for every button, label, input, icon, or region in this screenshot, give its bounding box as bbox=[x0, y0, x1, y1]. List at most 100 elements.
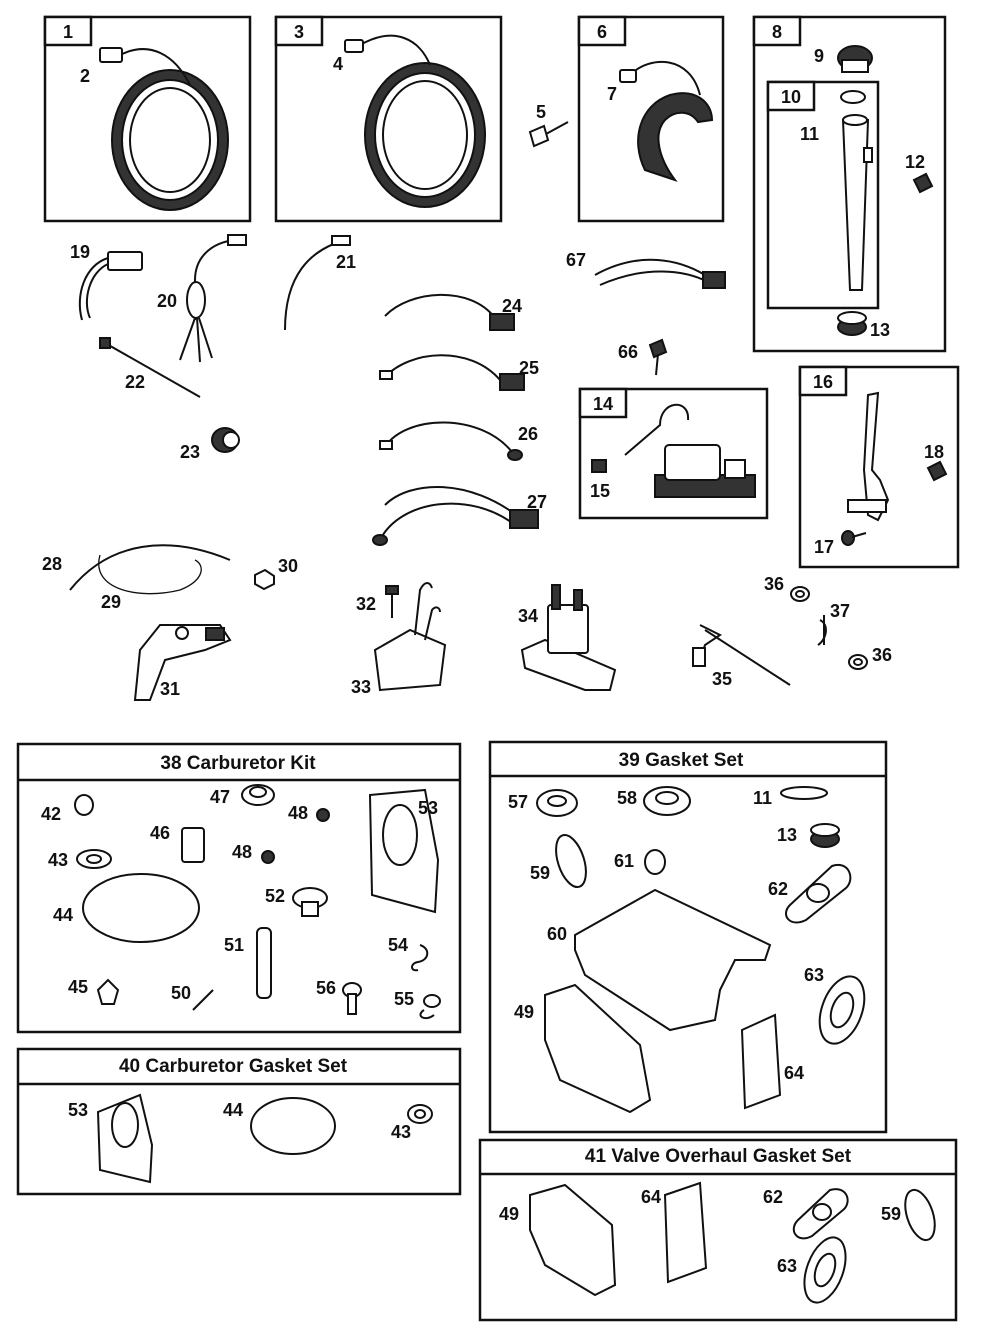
k38-label-44: 44 bbox=[53, 905, 73, 925]
dipstick-cap-9 bbox=[837, 45, 873, 73]
k38-label-51: 51 bbox=[224, 935, 244, 955]
o-ring-11 bbox=[780, 786, 828, 800]
label-17: 17 bbox=[814, 537, 834, 557]
label-7: 7 bbox=[607, 84, 617, 104]
k38-label-48b: 48 bbox=[232, 842, 252, 862]
k40-label-43: 43 bbox=[391, 1122, 411, 1142]
label-34: 34 bbox=[518, 606, 538, 626]
box-1-number: 1 bbox=[63, 22, 73, 42]
label-11: 11 bbox=[800, 124, 819, 144]
dipstick-tube-10 bbox=[841, 114, 873, 291]
nut-18 bbox=[926, 460, 948, 482]
k39-label-60: 60 bbox=[547, 924, 567, 944]
k38-label-52: 52 bbox=[265, 886, 285, 906]
bolt-12 bbox=[912, 172, 934, 194]
grommet-13 bbox=[837, 311, 867, 336]
label-32: 32 bbox=[356, 594, 376, 614]
box-3-number: 3 bbox=[294, 22, 304, 42]
label-19: 19 bbox=[70, 242, 90, 262]
k38-label-47: 47 bbox=[210, 787, 230, 807]
bolt-5: 5 bbox=[528, 102, 569, 148]
screw-48a bbox=[316, 808, 330, 822]
label-25: 25 bbox=[519, 358, 539, 378]
washer-36a: 36 bbox=[764, 574, 810, 602]
clip-15 bbox=[591, 459, 607, 473]
harness-26: 26 bbox=[379, 421, 538, 461]
washer-43 bbox=[76, 849, 112, 869]
head-gasket-49 bbox=[529, 1183, 617, 1297]
o-ring-44 bbox=[82, 873, 200, 943]
bracket-31: 31 bbox=[133, 624, 232, 701]
screw-66: 66 bbox=[618, 338, 668, 376]
k40-label-44: 44 bbox=[223, 1100, 243, 1120]
box-6-number: 6 bbox=[597, 22, 607, 42]
gasket-64 bbox=[740, 1013, 782, 1110]
k38-label-48a: 48 bbox=[288, 803, 308, 823]
label-18: 18 bbox=[924, 442, 944, 462]
label-35: 35 bbox=[712, 669, 732, 689]
lever-part bbox=[847, 391, 890, 522]
stator-3-part bbox=[344, 34, 486, 208]
label-28: 28 bbox=[42, 554, 62, 574]
box-16-lever: 16 18 17 bbox=[798, 365, 960, 569]
label-15: 15 bbox=[590, 481, 610, 501]
stator-1-part bbox=[99, 47, 229, 211]
kit-39-title: 39 Gasket Set bbox=[619, 750, 744, 771]
label-26: 26 bbox=[518, 424, 538, 444]
k39-label-59: 59 bbox=[530, 863, 550, 883]
kit-38-title: 38 Carburetor Kit bbox=[160, 753, 316, 774]
kit-40-title: 40 Carburetor Gasket Set bbox=[119, 1056, 348, 1077]
label-5: 5 bbox=[536, 102, 546, 122]
gasket-63 bbox=[818, 975, 866, 1045]
kit-38-carburetor: 38 Carburetor Kit 42 47 48 53 46 48 43 5… bbox=[16, 742, 462, 1034]
label-36a: 36 bbox=[764, 574, 784, 594]
k41-label-64: 64 bbox=[641, 1187, 661, 1207]
k38-label-56: 56 bbox=[316, 978, 336, 998]
box-8-number: 8 bbox=[772, 22, 782, 42]
label-12: 12 bbox=[905, 152, 925, 172]
seal-61 bbox=[644, 849, 666, 875]
label-36b: 36 bbox=[872, 645, 892, 665]
box-14-number: 14 bbox=[593, 394, 613, 414]
nut-52 bbox=[292, 887, 328, 917]
screw-17 bbox=[841, 530, 867, 546]
solenoid-34: 34 bbox=[518, 584, 617, 691]
kit-41-valve-overhaul-gasket-set: 41 Valve Overhaul Gasket Set 49 64 62 59… bbox=[478, 1138, 958, 1322]
k41-label-49: 49 bbox=[499, 1204, 519, 1224]
label-27: 27 bbox=[527, 492, 547, 512]
grommet-23: 23 bbox=[180, 427, 240, 462]
k38-label-46: 46 bbox=[150, 823, 170, 843]
k39-label-13: 13 bbox=[777, 825, 797, 845]
k40-label-53: 53 bbox=[68, 1100, 88, 1120]
armature-part bbox=[624, 403, 756, 498]
cable-28-29: 28 29 bbox=[42, 544, 231, 612]
cable-tie-22: 22 bbox=[99, 337, 201, 398]
kit-40-carburetor-gasket-set: 40 Carburetor Gasket Set 53 44 43 bbox=[16, 1047, 462, 1196]
harness-24: 24 bbox=[384, 293, 522, 331]
label-33: 33 bbox=[351, 677, 371, 697]
k39-label-11: 11 bbox=[753, 788, 772, 808]
spring-54 bbox=[411, 944, 429, 972]
gasket-64 bbox=[663, 1181, 708, 1284]
box-16-number: 16 bbox=[813, 372, 833, 392]
k39-label-49: 49 bbox=[514, 1002, 534, 1022]
kit-39-gasket-set: 39 Gasket Set 57 58 11 13 59 61 62 60 6 bbox=[488, 740, 888, 1134]
o-ring-44 bbox=[250, 1097, 336, 1155]
k39-label-64: 64 bbox=[784, 1063, 804, 1083]
seat-47 bbox=[241, 784, 275, 806]
spring-55 bbox=[419, 994, 441, 1020]
label-37: 37 bbox=[830, 601, 850, 621]
k39-label-63: 63 bbox=[804, 965, 824, 985]
k38-label-54: 54 bbox=[388, 935, 408, 955]
float-46 bbox=[181, 827, 205, 863]
box-6-alternator: 6 7 bbox=[577, 15, 725, 223]
stator-6-part bbox=[619, 61, 714, 182]
label-66: 66 bbox=[618, 342, 638, 362]
box-3-alternator: 3 4 bbox=[274, 15, 503, 223]
k39-label-62: 62 bbox=[768, 879, 788, 899]
seal-58 bbox=[643, 786, 691, 816]
label-13: 13 bbox=[870, 320, 890, 340]
k39-label-58: 58 bbox=[617, 788, 637, 808]
harness-67: 67 bbox=[566, 250, 726, 289]
k38-label-43: 43 bbox=[48, 850, 68, 870]
